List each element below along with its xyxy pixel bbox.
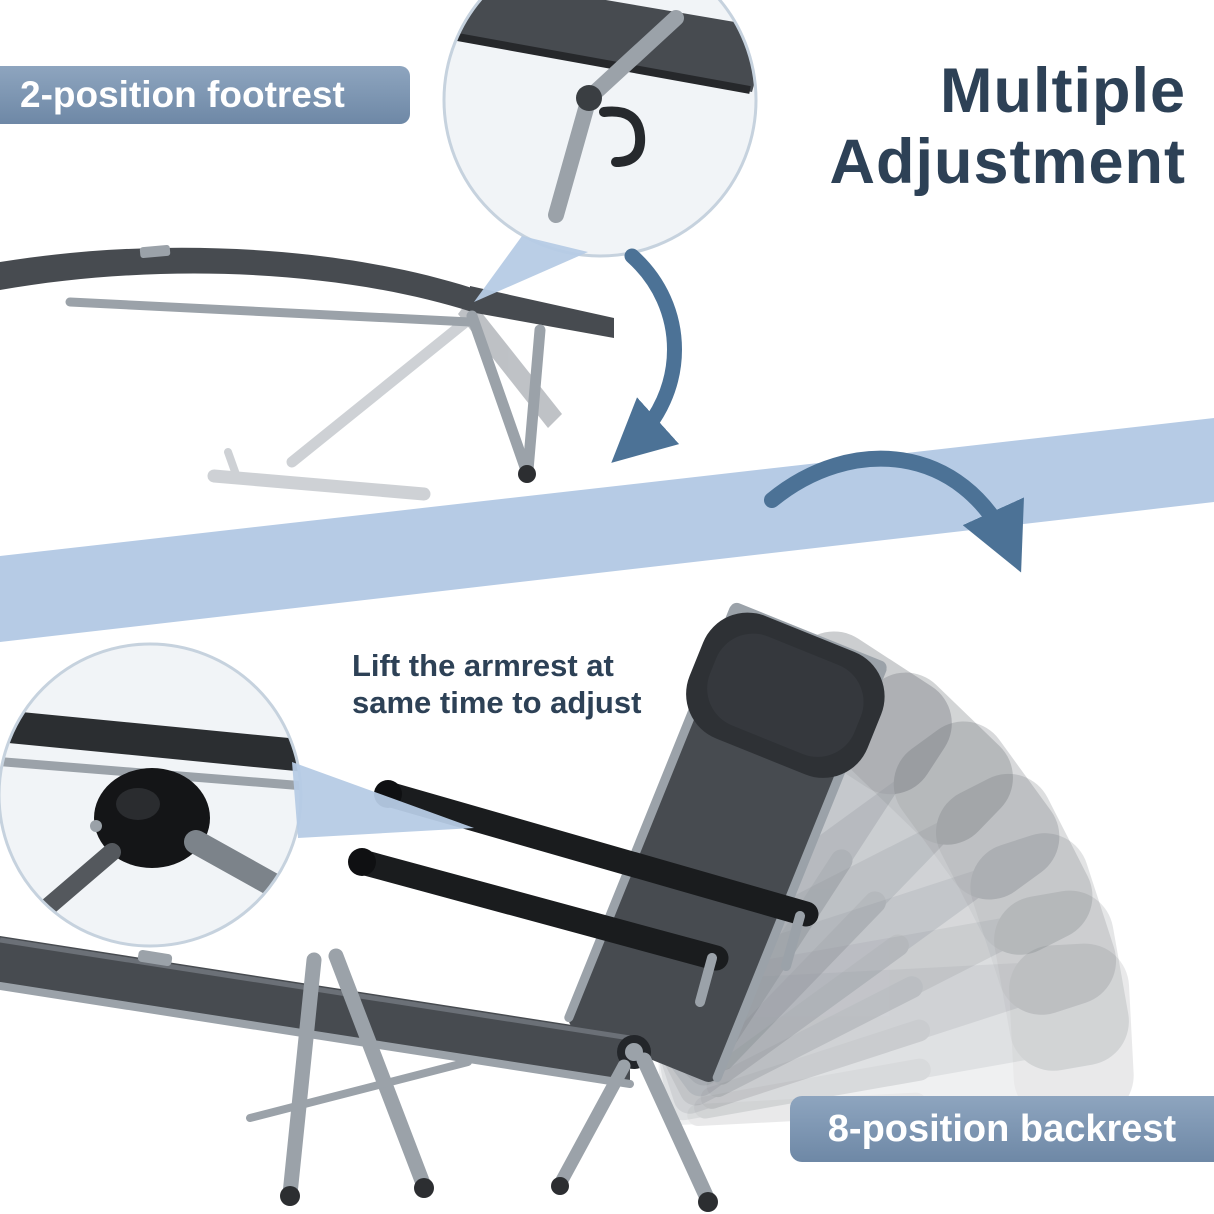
callout-wedge-footrest	[474, 236, 588, 302]
armrest-note-line1: Lift the armrest at	[352, 648, 614, 683]
armrest-detail-inset	[0, 642, 303, 948]
lounge-chair-illustration	[0, 602, 887, 1212]
headline-line2: Adjustment	[829, 127, 1186, 198]
armrest-far	[375, 781, 819, 927]
headline: Multiple Adjustment	[830, 56, 1187, 198]
footrest-arrow-icon	[611, 248, 682, 463]
diagonal-band	[0, 418, 1214, 642]
callout-wedge-armrest	[292, 762, 474, 838]
armrest-note-line2: same time to adjust	[352, 684, 642, 720]
backrest-banner: 8-position backrest	[790, 1096, 1214, 1162]
footrest-banner: 2-position footrest	[0, 66, 410, 124]
footrest-ghost-position	[207, 298, 562, 501]
hook-icon	[599, 106, 646, 167]
armrest-near	[349, 849, 729, 971]
headline-line1: Multiple	[940, 56, 1186, 126]
armrest-note: Lift the armrest at same time to adjust	[352, 648, 641, 721]
footrest-detail-inset	[442, 0, 758, 258]
backrest-arrow-icon	[764, 450, 1024, 573]
footrest-banner-label: 2-position footrest	[20, 74, 345, 115]
footrest-chair-illustration	[0, 244, 614, 501]
backrest	[564, 602, 887, 1083]
backrest-banner-label: 8-position backrest	[827, 1107, 1177, 1150]
